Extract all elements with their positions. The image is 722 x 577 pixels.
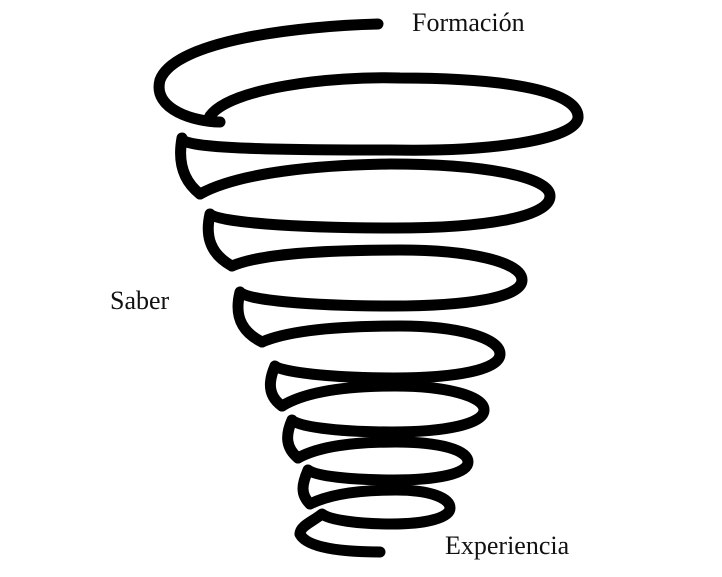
spiral-coil-7 <box>300 490 450 534</box>
spiral-bottom-tail <box>300 534 380 552</box>
label-experiencia: Experiencia <box>445 533 569 559</box>
label-formacion: Formación <box>412 10 525 36</box>
label-saber: Saber <box>110 288 169 314</box>
spiral-top-tail <box>159 24 378 122</box>
